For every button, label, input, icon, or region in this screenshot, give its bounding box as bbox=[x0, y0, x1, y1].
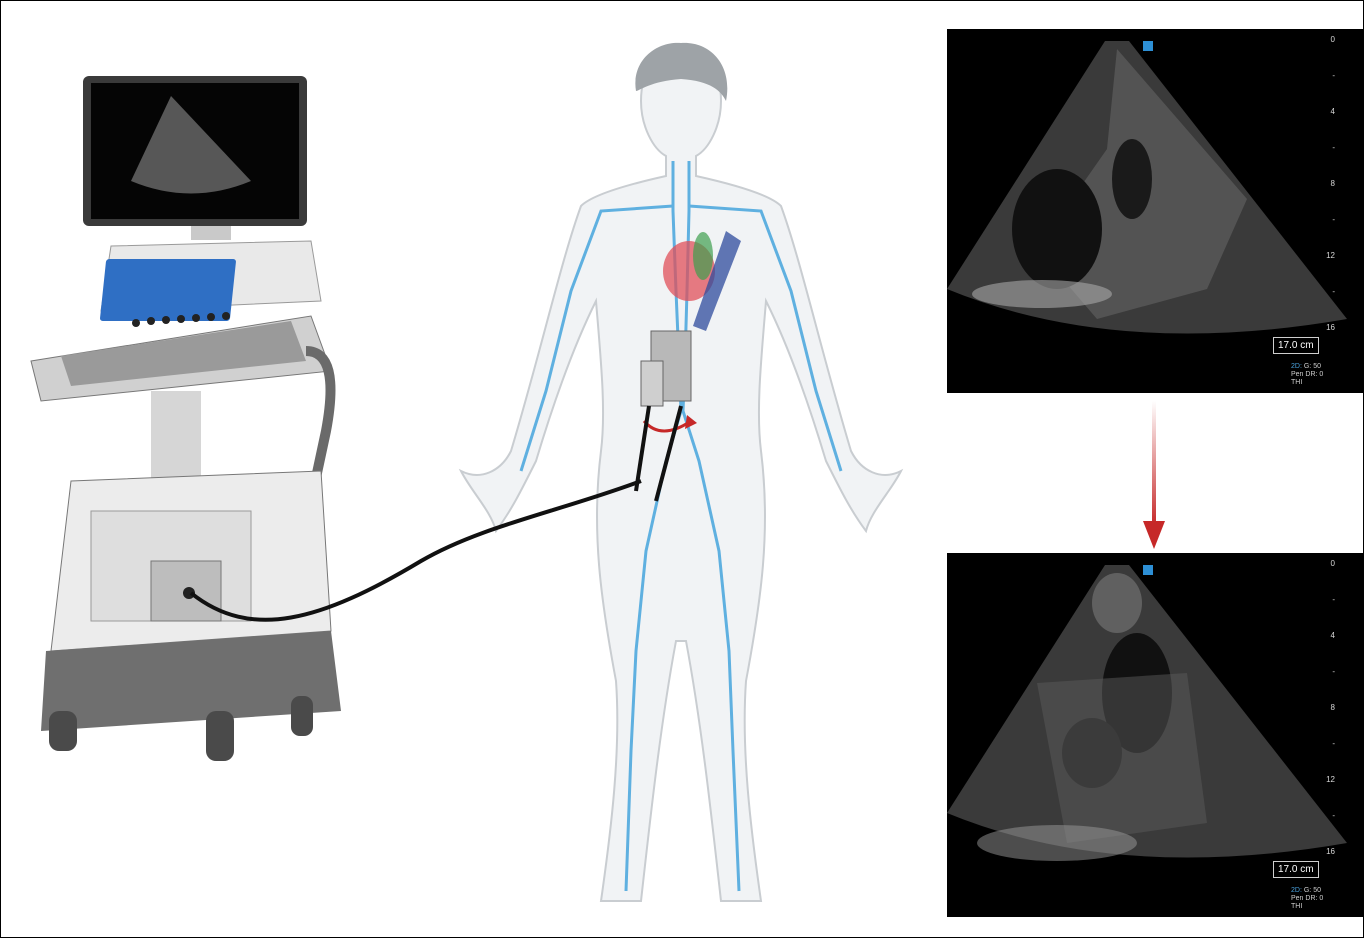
depth-tick: 12 bbox=[1326, 251, 1335, 260]
dr-label: DR: 0 bbox=[1305, 371, 1323, 378]
depth-tick: - bbox=[1332, 143, 1335, 152]
depth-tick: 0 bbox=[1331, 559, 1335, 568]
body-silhouette bbox=[461, 51, 901, 901]
depth-tick: - bbox=[1332, 811, 1335, 820]
touch-screen bbox=[100, 259, 237, 321]
monitor-stand bbox=[191, 226, 231, 240]
pen-label: Pen bbox=[1291, 371, 1303, 378]
depth-tick: 8 bbox=[1331, 179, 1335, 188]
thi-label: THI bbox=[1291, 379, 1323, 387]
depth-tick: 8 bbox=[1331, 703, 1335, 712]
down-arrow-icon bbox=[1139, 401, 1169, 551]
depth-tick: - bbox=[1332, 595, 1335, 604]
depth-tick: 4 bbox=[1331, 631, 1335, 640]
cannula-hub bbox=[641, 361, 663, 406]
depth-readout: 17.0 cm bbox=[1273, 337, 1319, 354]
scan-parameters: 2D: G: 50 Pen DR: 0 THI bbox=[1291, 887, 1323, 911]
scan-parameters: 2D: G: 50 Pen DR: 0 THI bbox=[1291, 363, 1323, 387]
depth-tick: 16 bbox=[1326, 323, 1335, 332]
depth-tick: 0 bbox=[1331, 35, 1335, 44]
ultrasound-image-after: 0 - 4 - 8 - 12 - 16 17.0 cm 2D: G: 50 Pe… bbox=[947, 553, 1363, 917]
depth-tick: 12 bbox=[1326, 775, 1335, 784]
ultrasound-machine bbox=[21, 71, 361, 791]
orientation-marker bbox=[1143, 565, 1153, 575]
depth-tick: - bbox=[1332, 667, 1335, 676]
mode-label: 2D: bbox=[1291, 887, 1302, 894]
depth-tick: - bbox=[1332, 287, 1335, 296]
gain-label: G: 50 bbox=[1304, 887, 1321, 894]
pen-label: Pen bbox=[1291, 895, 1303, 902]
mode-label: 2D: bbox=[1291, 363, 1302, 370]
orientation-marker bbox=[1143, 41, 1153, 51]
gain-label: G: 50 bbox=[1304, 363, 1321, 370]
depth-tick: - bbox=[1332, 71, 1335, 80]
thi-label: THI bbox=[1291, 903, 1323, 911]
depth-readout: 17.0 cm bbox=[1273, 861, 1319, 878]
dr-label: DR: 0 bbox=[1305, 895, 1323, 902]
depth-tick: - bbox=[1332, 739, 1335, 748]
depth-tick: 4 bbox=[1331, 107, 1335, 116]
probe-connector bbox=[183, 587, 195, 599]
depth-tick: - bbox=[1332, 215, 1335, 224]
human-body-diagram bbox=[441, 31, 921, 931]
ultrasound-image-before: 0 - 4 - 8 - 12 - 16 17.0 cm 2D: G: 50 Pe… bbox=[947, 29, 1363, 393]
depth-tick: 16 bbox=[1326, 847, 1335, 856]
lung-overlay bbox=[693, 232, 713, 280]
